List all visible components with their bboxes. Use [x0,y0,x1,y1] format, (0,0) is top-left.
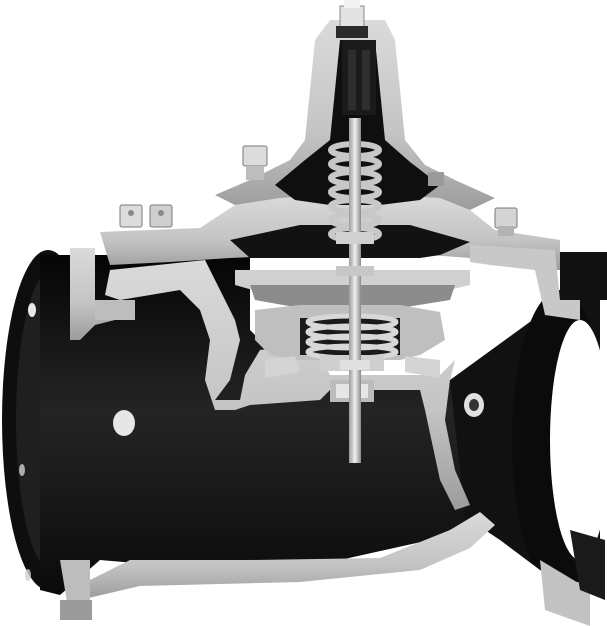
top-adjusting-nut [336,0,368,38]
body-partition [105,260,484,510]
cover-plate [100,195,607,320]
valve-body [40,255,607,626]
cover-bolts [119,145,518,236]
valve-stem [336,118,374,463]
left-flange-section [70,248,135,340]
body-port-left [113,410,135,436]
